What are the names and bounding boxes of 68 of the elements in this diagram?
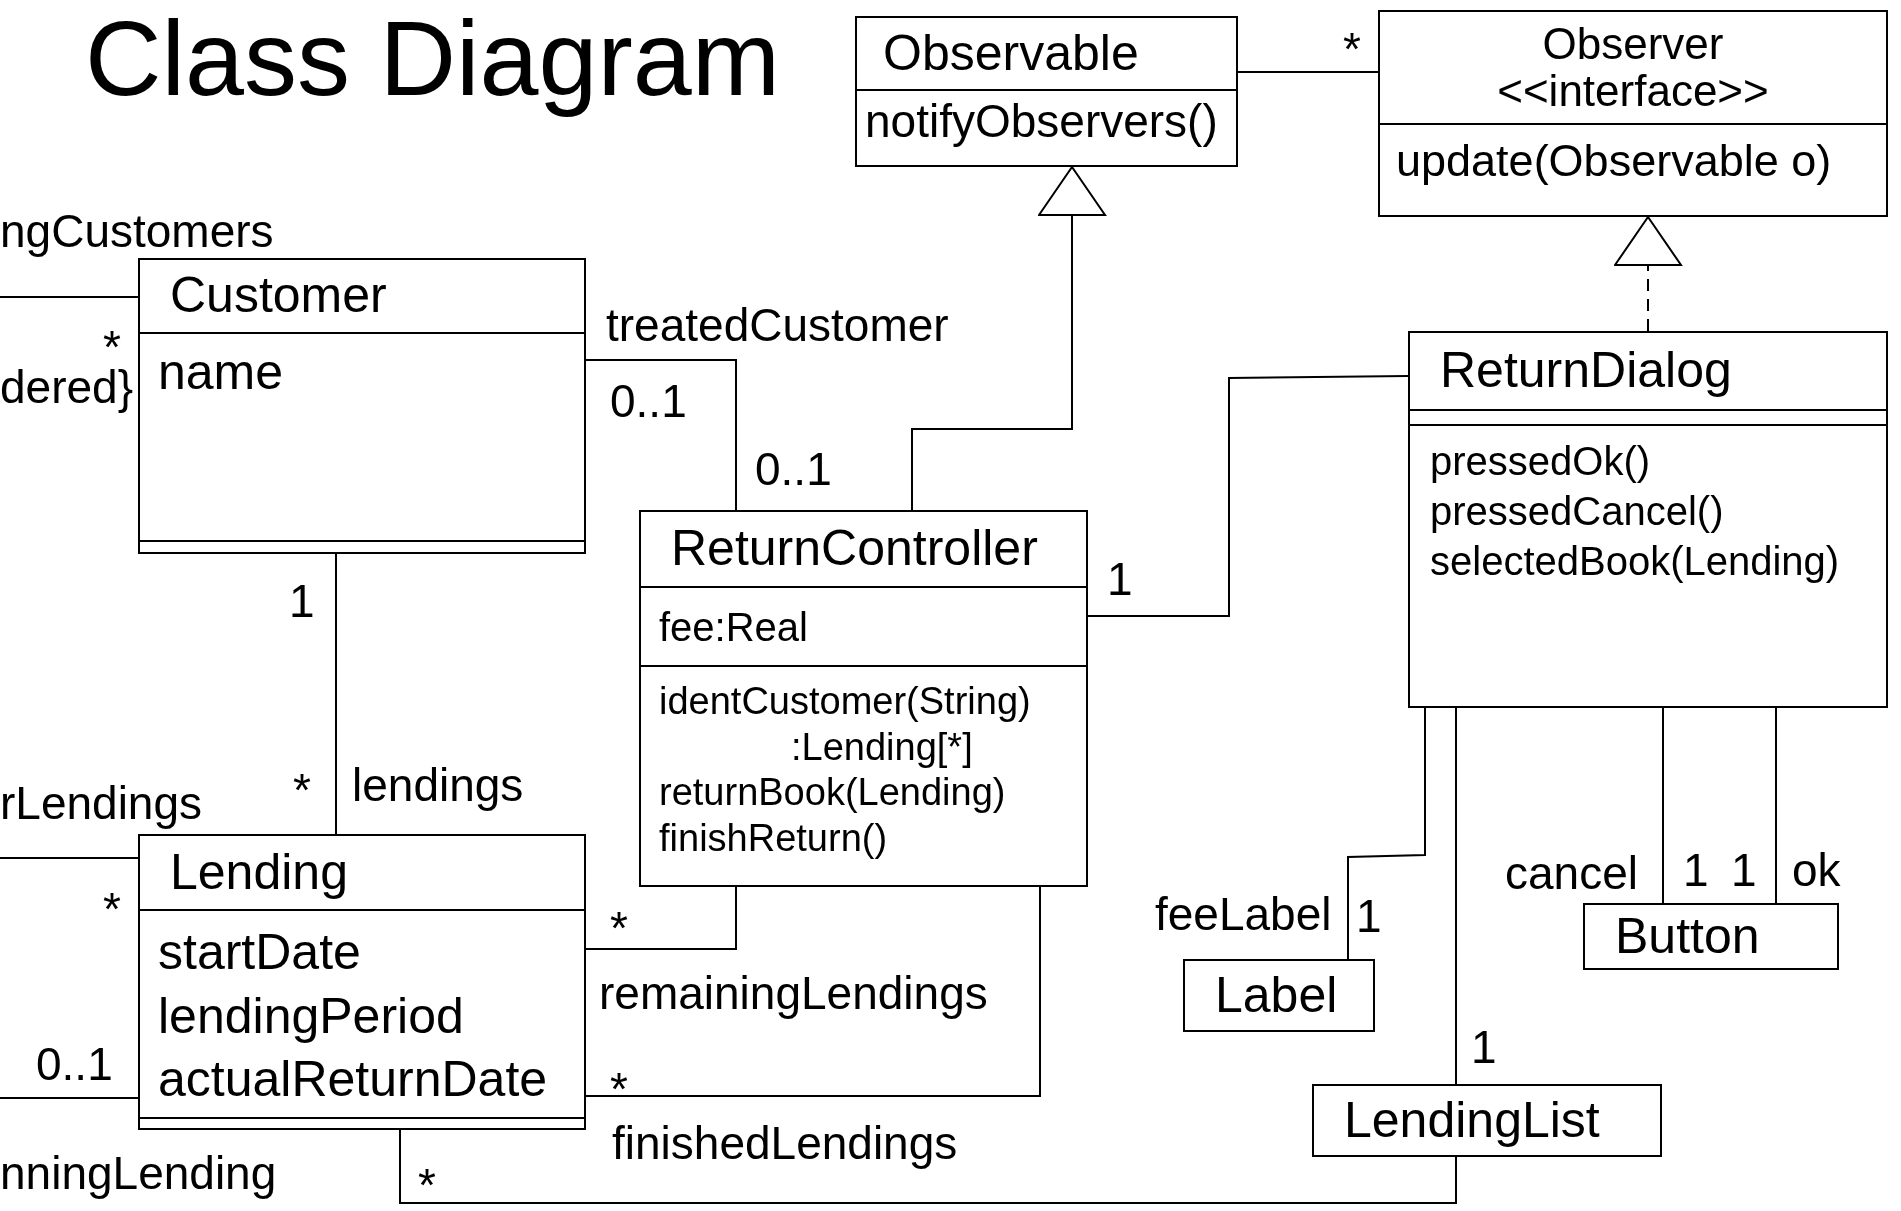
class-name: Lending	[169, 843, 349, 902]
class-box	[639, 510, 1088, 887]
role-name-label: ok	[1792, 847, 1841, 893]
method-text: pressedOk()	[1429, 438, 1652, 485]
class-box	[1408, 331, 1888, 708]
stereotype-text: <<interface>>	[1497, 67, 1769, 114]
association-line	[399, 1129, 1457, 1204]
class-box	[1183, 959, 1375, 1032]
method-text: pressedCancel()	[1429, 488, 1725, 535]
class-name: LendingList	[1343, 1091, 1601, 1150]
association-line	[335, 553, 337, 835]
dashed-inheritance-arrow	[1614, 216, 1682, 332]
multiplicity-label: *	[103, 324, 121, 370]
association-line	[1087, 375, 1409, 617]
multiplicity-label: 1	[289, 578, 315, 624]
multiplicity-label: *	[610, 905, 628, 951]
diagram-title: Class Diagram	[85, 0, 781, 117]
association-line	[1662, 707, 1664, 904]
association-line	[585, 359, 737, 511]
attribute-text: fee:Real	[658, 603, 809, 650]
multiplicity-label: 1	[1731, 847, 1757, 893]
multiplicity-label: *	[418, 1162, 436, 1208]
multiplicity-label: 1	[1471, 1024, 1497, 1070]
multiplicity-label: *	[103, 886, 121, 932]
class-name: ReturnController	[670, 520, 1039, 578]
multiplicity-label: 0..1	[36, 1041, 113, 1087]
multiplicity-label: 1	[1683, 847, 1709, 893]
inheritance-arrow	[911, 166, 1106, 511]
class-name: ReturnDialog	[1439, 342, 1733, 400]
multiplicity-label: 1	[1356, 893, 1382, 939]
method-text: selectedBook(Lending)	[1429, 538, 1841, 585]
class-box	[1378, 10, 1888, 217]
class-name: Customer	[169, 267, 388, 325]
association-line	[1347, 707, 1426, 960]
attribute-text: name	[157, 344, 285, 402]
attribute-text: update(Observable o)	[1395, 135, 1833, 187]
association-line	[1775, 707, 1777, 904]
class-box	[1312, 1084, 1662, 1157]
class-box	[1583, 903, 1839, 970]
role-name-label: feeLabel	[1155, 891, 1332, 937]
attribute-text: notifyObservers()	[864, 95, 1219, 148]
association-line	[585, 886, 1041, 1097]
role-name-label: treatedCustomer	[606, 302, 949, 348]
method-text: finishReturn()	[658, 815, 889, 861]
association-line	[1455, 707, 1457, 1085]
class-box	[138, 834, 586, 1130]
multiplicity-label: 0..1	[610, 378, 687, 424]
multiplicity-label: 1	[1107, 556, 1133, 602]
association-line	[585, 886, 737, 950]
class-name: Button	[1614, 907, 1761, 966]
multiplicity-label: *	[293, 767, 311, 813]
multiplicity-label: *	[1343, 26, 1361, 72]
attribute-text: actualReturnDate	[157, 1050, 549, 1109]
class-box	[138, 258, 586, 554]
attribute-text: startDate	[157, 923, 362, 982]
class-name: Observable	[882, 24, 1140, 83]
class-name: Observer	[1542, 21, 1724, 68]
association-line	[0, 1097, 139, 1099]
association-line	[1237, 71, 1379, 73]
method-text: returnBook(Lending)	[658, 770, 1007, 816]
class-box	[855, 16, 1238, 167]
class-name: Label	[1214, 966, 1339, 1025]
multiplicity-label: *	[610, 1066, 628, 1112]
association-line	[0, 296, 139, 298]
attribute-text: lendingPeriod	[157, 986, 465, 1046]
multiplicity-label: 0..1	[755, 446, 832, 492]
association-line	[0, 857, 139, 859]
role-name-label: cancel	[1505, 850, 1638, 896]
